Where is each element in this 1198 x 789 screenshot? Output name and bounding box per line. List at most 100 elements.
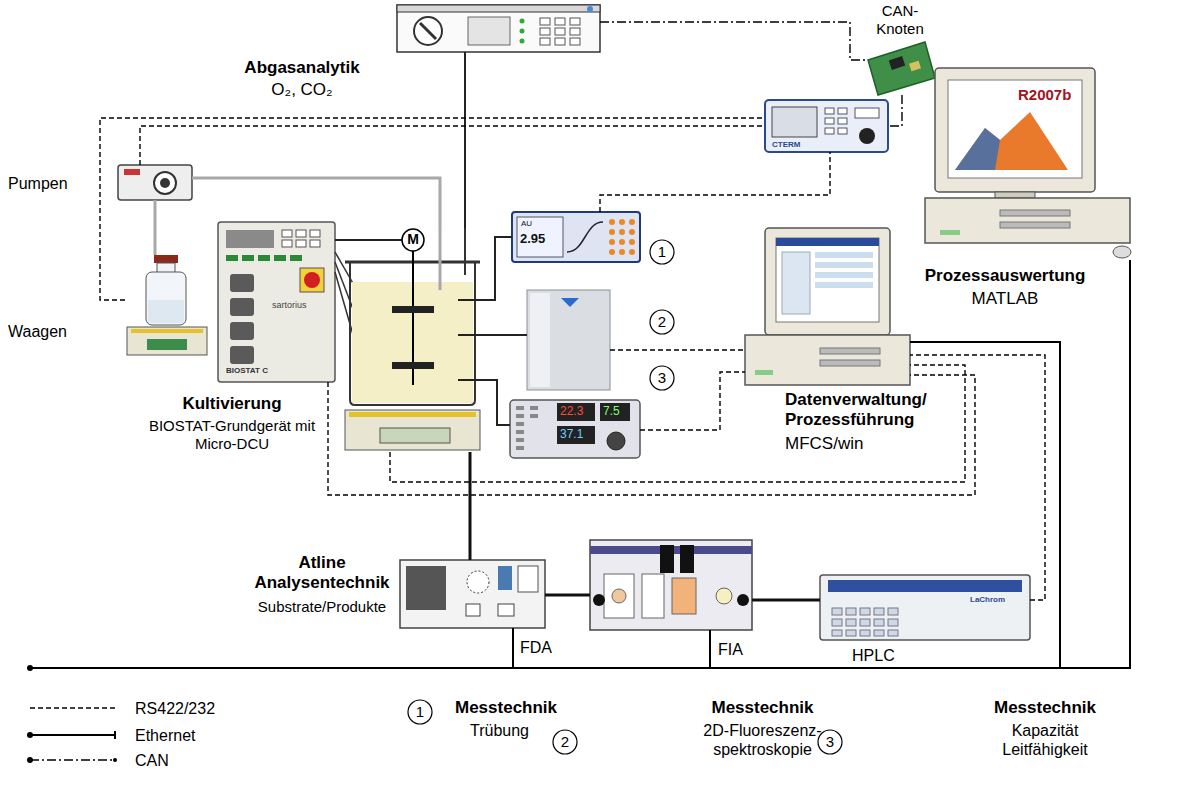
capacitance-meter-part: [607, 432, 625, 450]
cterm-terminal-part: [825, 108, 834, 114]
bioreactor-vessel-part: [402, 229, 424, 251]
device-label: 1: [651, 243, 673, 261]
turbidity-meter-part: [609, 249, 615, 255]
cterm-terminal-part: [825, 128, 834, 134]
device-label: BIOSTAT-Grundgerät mit Micro-DCU: [146, 417, 318, 453]
connector-line: [910, 260, 1130, 668]
capacitance-meter-part: [516, 438, 524, 442]
mfcs-computer-part: [745, 335, 910, 385]
device-heading: FIA: [718, 640, 743, 659]
fia-analyzer-part: [642, 574, 664, 618]
connector-line: [335, 239, 345, 241]
connector-line: [469, 452, 472, 560]
turbidity-meter-part: [609, 229, 615, 235]
bioreactor-vessel-part: [349, 412, 476, 417]
hplc-device-part: [860, 619, 870, 626]
device-node: CTERM: [765, 100, 888, 152]
hplc-device-part: [888, 608, 898, 615]
fia-analyzer-part: [680, 545, 694, 573]
hplc-device-part: [828, 580, 1022, 592]
turbidity-meter-part: [629, 239, 635, 245]
biostat-controller-part: [296, 230, 306, 237]
device-heading: Abgasanalytik: [222, 58, 382, 78]
mfcs-computer-part: [815, 272, 873, 278]
connector-line: [464, 52, 466, 228]
legend-samples-part: [27, 757, 33, 763]
matlab-computer-part: [1000, 210, 1070, 216]
mfcs-computer-part: [755, 370, 773, 375]
hplc-device-part: [832, 608, 842, 615]
device-label: MATLAB: [900, 289, 1110, 309]
device-node: FDA: [400, 560, 545, 628]
capacitance-meter: [510, 400, 640, 458]
gas-analyzer-drawing-part: [540, 28, 550, 35]
ethernet-bus-part: [30, 667, 520, 669]
gas-analyzer-drawing-part: [555, 18, 565, 25]
turbidity-meter-part: [609, 219, 615, 225]
key-text: 2D-Fluoreszenz- spektroskopie: [690, 721, 835, 759]
device-label: BIOSTAT C: [226, 366, 268, 376]
turbidity-meter-part: [629, 229, 635, 235]
device-label: 2.95: [520, 231, 545, 247]
hplc-device-part: [820, 575, 1030, 640]
biostat-controller-part: [230, 274, 254, 292]
capacitance-meter-part: [516, 414, 524, 418]
callout-number: 3: [818, 733, 842, 751]
can-node-board-part: [909, 61, 921, 72]
connector-line: [910, 355, 1045, 600]
device-heading: AU: [521, 219, 532, 229]
biostat-controller-part: [290, 255, 302, 261]
bottle-and-balance-part: [147, 339, 187, 350]
gas-analyzer-drawing-part: [420, 23, 436, 39]
gas-analyzer-drawing-part: [397, 5, 600, 12]
device-node: AU2.951: [512, 212, 640, 262]
device-label: 3: [651, 369, 673, 387]
capacitance-meter-part: [557, 403, 595, 421]
connector-line: [480, 380, 510, 425]
device-node: LaChromHPLC: [820, 575, 1030, 640]
gas-analyzer-drawing: [397, 5, 600, 52]
bottle-and-balance-part: [148, 300, 184, 323]
mfcs-computer-part: [782, 252, 810, 314]
fluorescence-spectrometer-part: [527, 290, 610, 390]
connector-line: [480, 334, 527, 336]
bioreactor-vessel: [345, 228, 480, 450]
mfcs-computer-part: [776, 238, 879, 246]
mfcs-computer-part: [820, 348, 880, 354]
bioreactor-vessel-part: [392, 362, 434, 369]
bioreactor-vessel-part: [458, 299, 480, 301]
connector-line: [600, 22, 865, 60]
biostat-controller-part: [226, 255, 238, 261]
matlab-computer-part: [935, 68, 1095, 192]
cterm-terminal-part: [855, 108, 879, 118]
pump-drawing-part: [154, 172, 176, 194]
fda-analyzer-part: [406, 566, 446, 610]
turbidity-meter: [512, 212, 640, 262]
biostat-controller-part: [230, 346, 254, 364]
legend-samples-part: [30, 759, 115, 760]
biostat-controller: [218, 222, 335, 382]
device-node: M: [345, 228, 480, 452]
gas-analyzer-drawing-part: [414, 17, 442, 45]
fia-analyzer-part: [612, 589, 626, 603]
device-node: 2: [527, 290, 610, 390]
fluorescence-spectrometer: [527, 290, 610, 390]
fia-analyzer-part: [593, 594, 605, 606]
connector-line: [513, 260, 1130, 668]
fluorescence-spectrometer-part: [530, 293, 550, 387]
fda-analyzer-part: [400, 560, 545, 628]
device-heading: CTERM: [772, 140, 800, 150]
legend-samples-part: [27, 732, 33, 738]
device-label: Prozessauswertung: [900, 266, 1110, 286]
cterm-terminal-part: [772, 107, 817, 137]
fluorescence-spectrometer-part: [561, 298, 579, 307]
callout-circles-part: [553, 730, 577, 754]
hplc-device-part: [888, 630, 898, 636]
matlab-computer-part: [940, 230, 960, 235]
fia-analyzer-part: [590, 540, 752, 630]
capacitance-meter-part: [600, 403, 630, 421]
capacitance-meter-part: [516, 430, 524, 434]
device-label: 7.5: [603, 404, 620, 418]
cterm-terminal-part: [765, 100, 888, 152]
